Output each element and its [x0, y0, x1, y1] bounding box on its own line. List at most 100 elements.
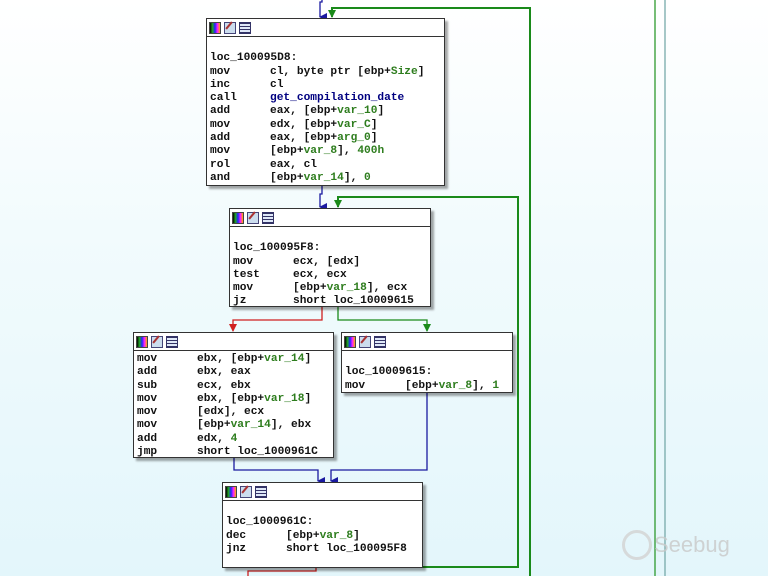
mnemonic: and	[210, 171, 231, 184]
location-label[interactable]: loc_100095D8:	[210, 52, 298, 65]
code-block[interactable]: loc_10009615:mov[ebp+var_8], 1	[341, 332, 513, 393]
color-palette-icon[interactable]	[232, 211, 244, 224]
function-ref[interactable]: get_compilation_date	[270, 92, 405, 105]
operands: [ebp+var_14], ebx	[197, 419, 311, 432]
instruction-line[interactable]: mov[ebp+var_8], 400h	[210, 145, 441, 158]
instruction-line[interactable]: mov edx, [ebp+var_C]	[210, 119, 441, 132]
rename-icon[interactable]	[359, 335, 371, 348]
instruction-line[interactable]: mov[ebp+var_8], 1	[345, 380, 509, 393]
location-label[interactable]: loc_100095F8:	[233, 242, 321, 255]
operands: edx, 4	[197, 433, 237, 446]
variable-ref[interactable]: var_C	[337, 118, 371, 131]
operand-text: ebx, [ebp+	[197, 392, 265, 405]
block-code: loc_10009615:mov[ebp+var_8], 1	[342, 351, 512, 396]
rename-icon[interactable]	[151, 335, 163, 348]
mnemonic: mov	[210, 65, 231, 78]
instruction-line[interactable]: and[ebp+var_14], 0	[210, 172, 441, 185]
operands: ecx, [edx]	[293, 256, 360, 269]
mnemonic: add	[137, 366, 158, 379]
location-label[interactable]: loc_10009615:	[345, 366, 433, 379]
variable-ref[interactable]: var_14	[230, 419, 271, 432]
rename-icon[interactable]	[224, 21, 236, 34]
instruction-line[interactable]: rol eax, cl	[210, 159, 441, 172]
color-palette-icon[interactable]	[344, 335, 356, 348]
color-palette-icon[interactable]	[136, 335, 148, 348]
variable-ref[interactable]: var_14	[303, 171, 344, 184]
variable-ref[interactable]: var_8	[319, 529, 354, 542]
operands: [ebp+var_8], 1	[405, 380, 499, 393]
instruction-line[interactable]: mov cl, byte ptr [ebp+Size]	[210, 66, 441, 79]
operand-text: ebx, [ebp+	[197, 353, 265, 365]
operands: short loc_10009615	[293, 295, 414, 308]
mnemonic: add	[210, 132, 231, 145]
instruction-line[interactable]: add eax, [ebp+arg_0]	[210, 132, 441, 145]
operand-text: ]	[377, 105, 385, 118]
mnemonic: mov	[210, 145, 231, 158]
instruction-line[interactable]: dec[ebp+var_8]	[226, 530, 419, 543]
mnemonic: rol	[210, 158, 231, 171]
variable-ref[interactable]: var_18	[264, 392, 305, 405]
variable-ref[interactable]: Size	[390, 65, 418, 78]
variable-ref[interactable]: var_14	[264, 353, 305, 365]
group-nodes-icon[interactable]	[262, 211, 274, 224]
rename-icon[interactable]	[240, 485, 252, 498]
mnemonic: mov	[210, 118, 231, 131]
mnemonic: mov	[137, 419, 158, 432]
operands: cl, byte ptr [ebp+Size]	[270, 66, 424, 79]
variable-ref[interactable]: arg_0	[337, 132, 371, 145]
operands: cl	[270, 79, 283, 92]
instruction-line[interactable]: mov [edx], ecx	[137, 406, 330, 419]
group-nodes-icon[interactable]	[166, 335, 178, 348]
group-nodes-icon[interactable]	[374, 335, 386, 348]
instruction-line[interactable]: mov[ebp+var_18], ecx	[233, 282, 427, 295]
mnemonic: jmp	[137, 446, 158, 459]
seebug-watermark: Seebug	[622, 530, 730, 560]
rename-icon[interactable]	[247, 211, 259, 224]
edge-exit	[247, 568, 317, 576]
variable-ref[interactable]: var_8	[438, 379, 473, 392]
variable-ref[interactable]: var_8	[303, 145, 338, 158]
edge-outer-loop	[328, 7, 531, 576]
operands: edx, [ebp+var_C]	[270, 119, 377, 132]
operands: [edx], ecx	[197, 406, 264, 419]
mnemonic: mov	[137, 406, 158, 419]
immediate: 400h	[357, 145, 385, 158]
group-nodes-icon[interactable]	[255, 485, 267, 498]
operands: eax, [ebp+arg_0]	[270, 132, 377, 145]
mnemonic: test	[233, 268, 260, 281]
variable-ref[interactable]: var_18	[326, 282, 367, 295]
operand-text: ]	[417, 65, 425, 78]
variable-ref[interactable]: var_10	[337, 105, 378, 118]
instruction-line[interactable]: mov [ebp+var_14], ebx	[137, 419, 330, 432]
instruction-line[interactable]: jmp short loc_1000961C	[137, 446, 330, 459]
operands: get_compilation_date	[270, 92, 404, 105]
location-label[interactable]: loc_1000961C:	[226, 516, 314, 529]
operand-text: eax, cl	[270, 158, 317, 171]
edge-true	[337, 307, 431, 332]
operands: short loc_1000961C	[197, 446, 318, 459]
color-palette-icon[interactable]	[209, 21, 221, 34]
color-palette-icon[interactable]	[225, 485, 237, 498]
mnemonic: dec	[226, 529, 247, 542]
immediate: 1	[492, 379, 500, 392]
group-nodes-icon[interactable]	[239, 21, 251, 34]
